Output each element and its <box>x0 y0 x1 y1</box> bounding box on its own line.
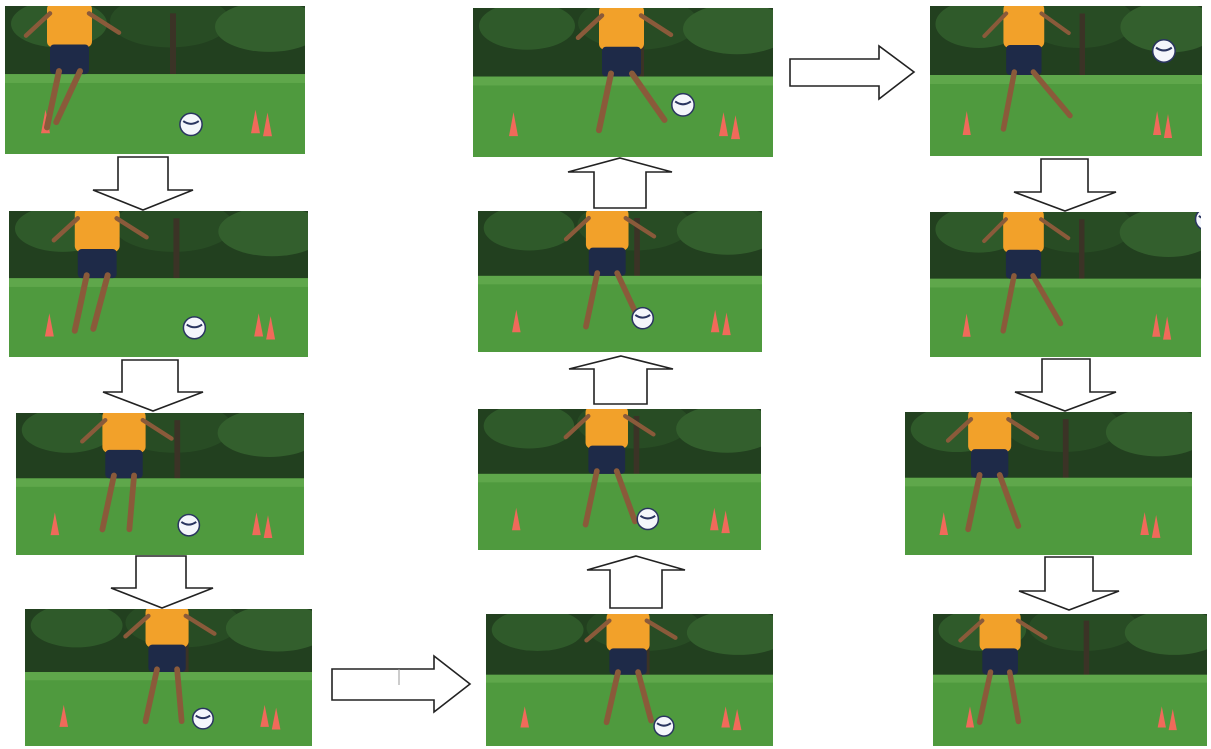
arrow-up-icon <box>585 555 687 609</box>
kick-frame-7 <box>478 211 762 352</box>
arrow-down-icon <box>1013 358 1118 412</box>
arrow-down-icon <box>1011 158 1119 212</box>
kick-frame-2 <box>9 211 308 357</box>
arrow-down-icon <box>108 555 216 609</box>
kick-frame-5 <box>486 614 773 746</box>
arrow-up-icon <box>567 355 675 405</box>
arrow-down-icon <box>90 156 196 211</box>
kick-frame-1 <box>5 6 305 154</box>
arrow-down-icon <box>100 359 206 412</box>
arrow-down-icon <box>1017 556 1121 611</box>
arrow-up-icon <box>566 157 674 209</box>
kick-frame-8 <box>473 8 773 157</box>
kick-frame-4 <box>25 609 312 746</box>
arrow-right-icon <box>331 654 472 714</box>
kick-frame-10 <box>930 212 1201 357</box>
kick-frame-12 <box>933 614 1207 746</box>
kick-frame-3 <box>16 413 304 555</box>
kick-frame-11 <box>905 412 1192 555</box>
kick-frame-6 <box>478 409 761 550</box>
arrow-right-icon <box>789 44 916 101</box>
kick-frame-9 <box>930 6 1202 156</box>
